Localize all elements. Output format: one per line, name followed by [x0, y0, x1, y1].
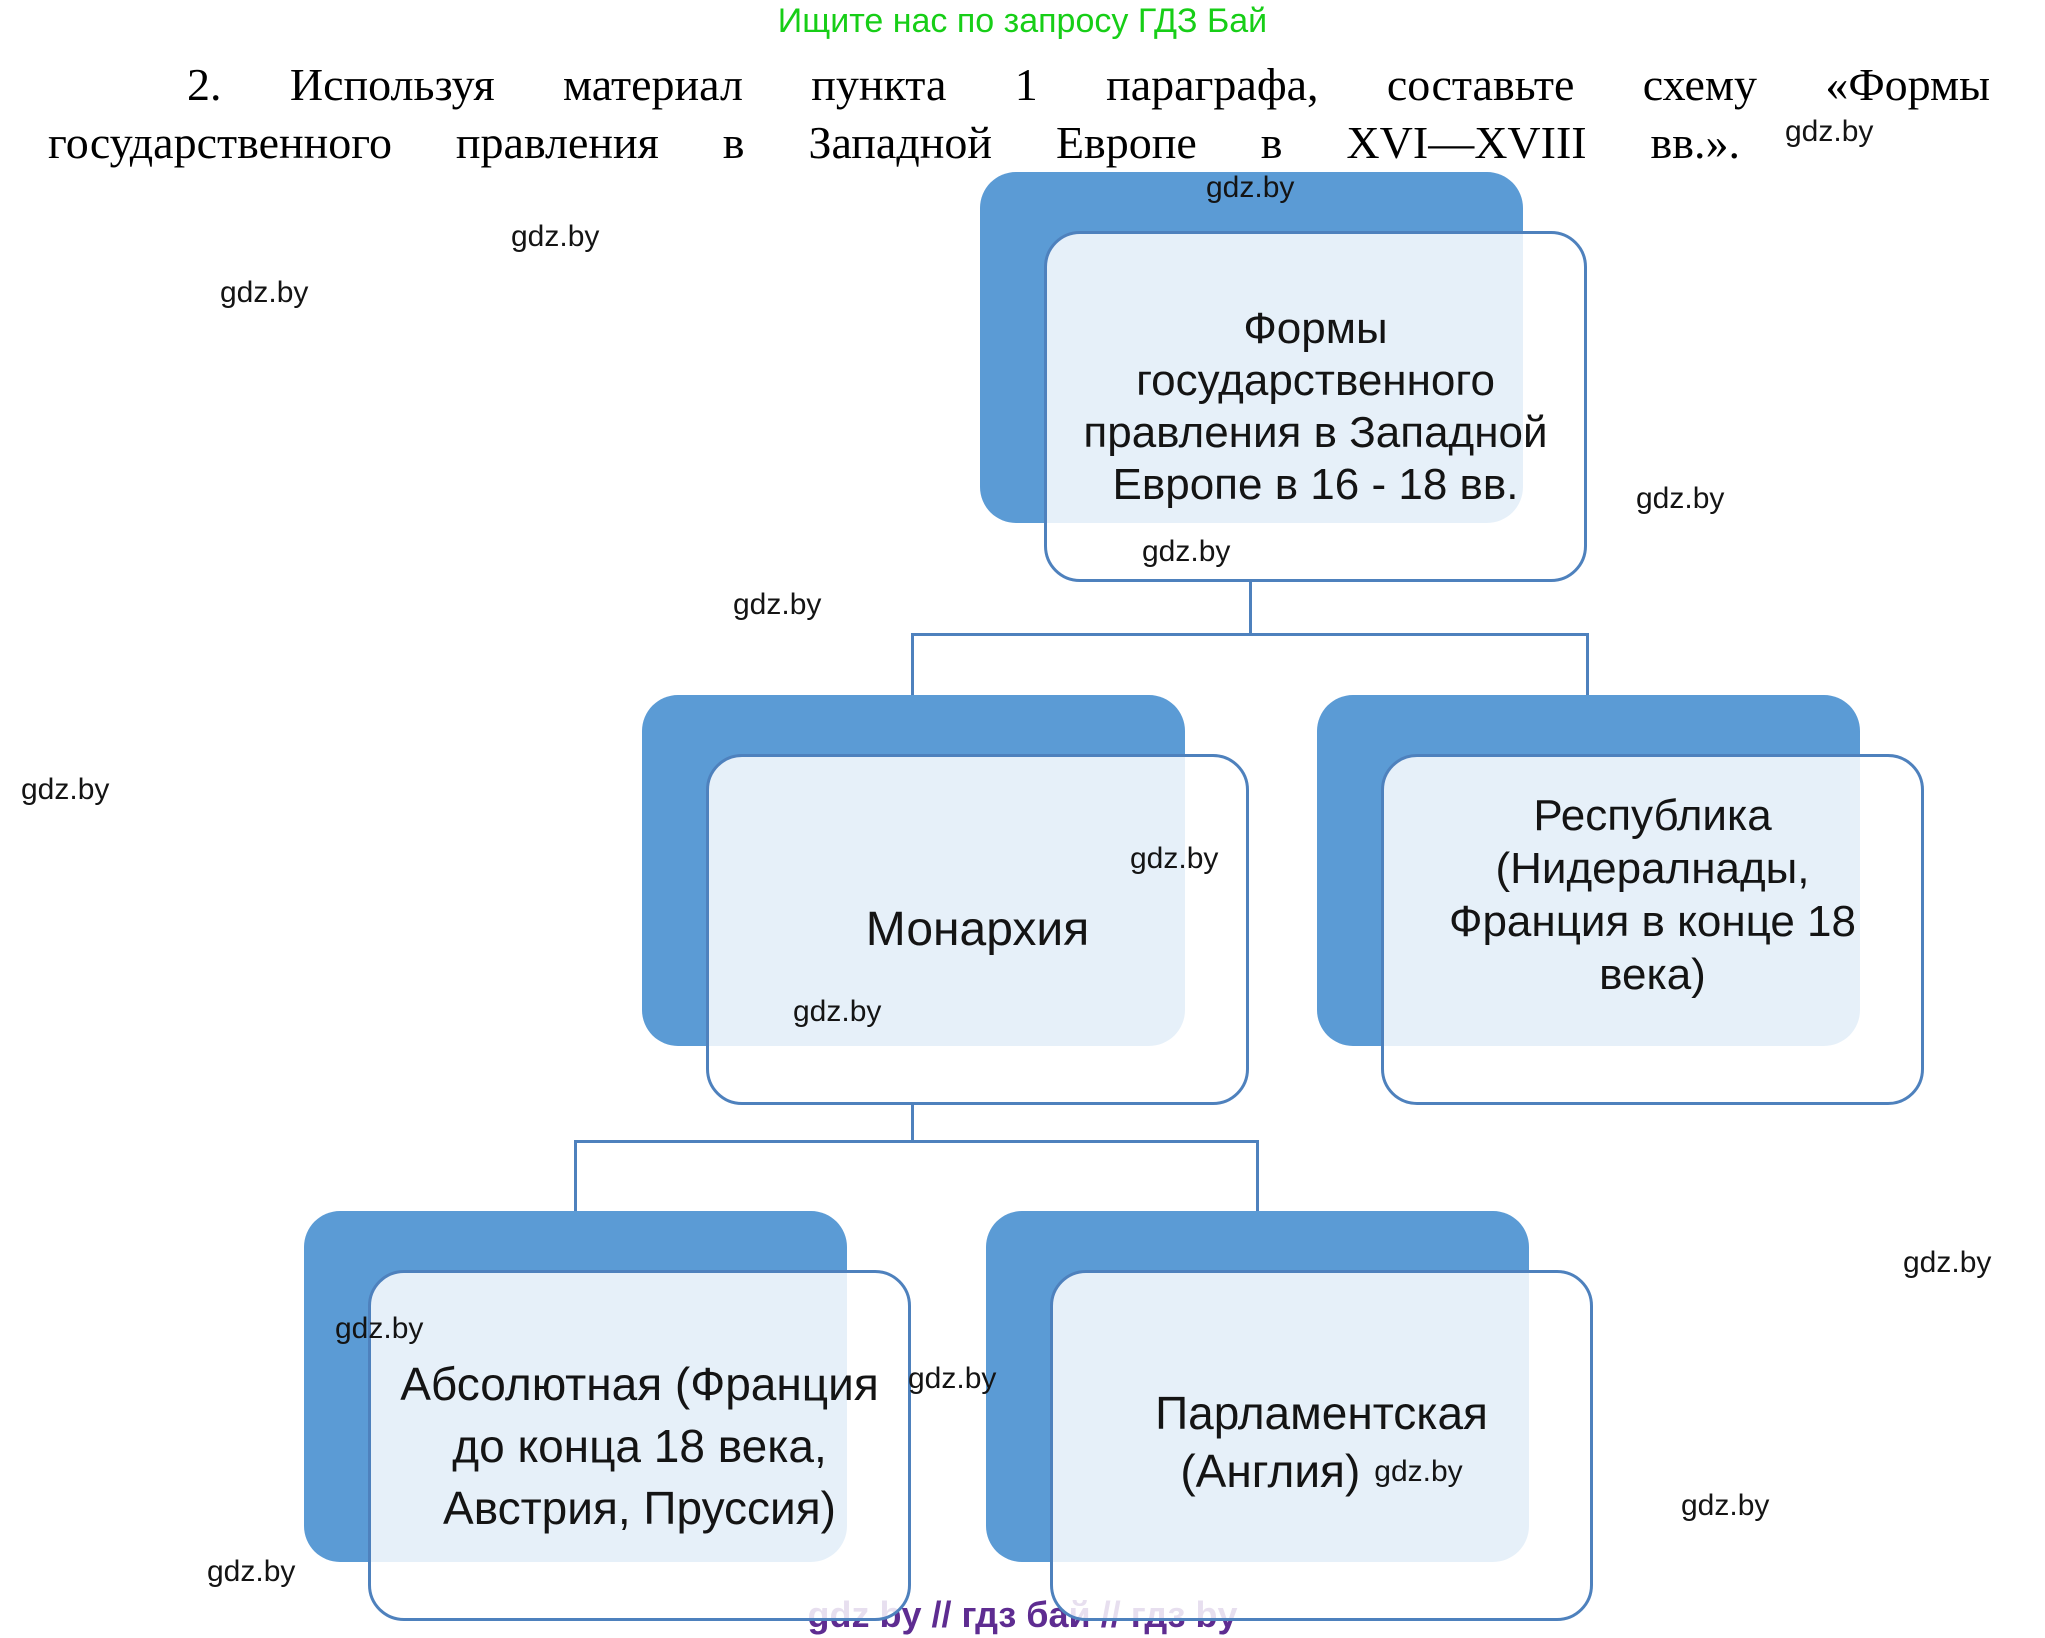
watermark: gdz.by	[1636, 482, 1725, 515]
watermark: gdz.by	[733, 588, 822, 621]
watermark: gdz.by	[335, 1312, 424, 1345]
node-parliamentary-line-2: (Англия)	[1180, 1445, 1361, 1497]
node-root-line: Европе в 16 - 18 вв.	[1112, 459, 1519, 509]
watermark: gdz.by	[21, 773, 110, 806]
watermark: gdz.by	[1785, 115, 1874, 148]
node-root-line: государственного	[1136, 355, 1495, 405]
node-republic-line: Республика	[1533, 790, 1772, 840]
connector-drop-absolute	[574, 1140, 577, 1213]
watermark: gdz.by	[1206, 171, 1295, 204]
watermark: gdz.by	[1142, 535, 1231, 568]
node-monarchy: Монархия	[706, 754, 1249, 1105]
node-parliamentary: Парламентская (Англия) gdz.by	[1050, 1270, 1593, 1621]
node-root-line: Формы	[1243, 303, 1388, 353]
site-promo-banner: Ищите нас по запросу ГДЗ Бай	[777, 2, 1268, 40]
node-parliamentary-line: (Англия) gdz.by	[1180, 1442, 1462, 1507]
node-absolute: Абсолютная (Франция до конца 18 века, Ав…	[368, 1270, 911, 1621]
node-republic-line: (Нидералнады,	[1495, 843, 1810, 893]
node-parliamentary-line: Парламентская	[1155, 1387, 1488, 1439]
task-text-line-2: государственного правления в Западной Ев…	[48, 117, 1740, 168]
watermark: gdz.by	[1374, 1455, 1463, 1488]
node-root-line: правления в Западной	[1083, 407, 1548, 457]
node-republic: Республика (Нидералнады, Франция в конце…	[1381, 754, 1924, 1105]
footer-watermark: gdz by // гдз бай // гдз by	[807, 1594, 1238, 1635]
watermark: gdz.by	[793, 995, 882, 1028]
node-root: Формы государственного правления в Запад…	[1044, 231, 1587, 582]
watermark: gdz.by	[1130, 842, 1219, 875]
node-republic-line: Франция в конце 18	[1449, 896, 1856, 946]
node-republic-line: века)	[1599, 949, 1706, 999]
watermark: gdz.by	[220, 276, 309, 309]
connector-monarchy-stub	[911, 1103, 914, 1143]
task-text-line-1: 2. Используя материал пункта 1 параграфа…	[187, 59, 1990, 110]
watermark: gdz.by	[1681, 1489, 1770, 1522]
watermark: gdz.by	[908, 1362, 997, 1395]
watermark: gdz.by	[1903, 1246, 1992, 1279]
node-absolute-line: Абсолютная (Франция	[400, 1357, 879, 1410]
connector-level1-horizontal	[911, 633, 1589, 636]
connector-drop-monarchy	[911, 633, 914, 697]
watermark: gdz.by	[511, 220, 600, 253]
connector-root-stub	[1249, 580, 1252, 636]
connector-drop-parliamentary	[1256, 1140, 1259, 1213]
watermark: gdz.by	[207, 1555, 296, 1588]
connector-level2-horizontal	[574, 1140, 1259, 1143]
node-absolute-line: Австрия, Пруссия)	[443, 1481, 836, 1534]
node-monarchy-label: Монархия	[865, 902, 1090, 956]
node-absolute-line: до конца 18 века,	[452, 1419, 827, 1472]
connector-drop-republic	[1586, 633, 1589, 697]
